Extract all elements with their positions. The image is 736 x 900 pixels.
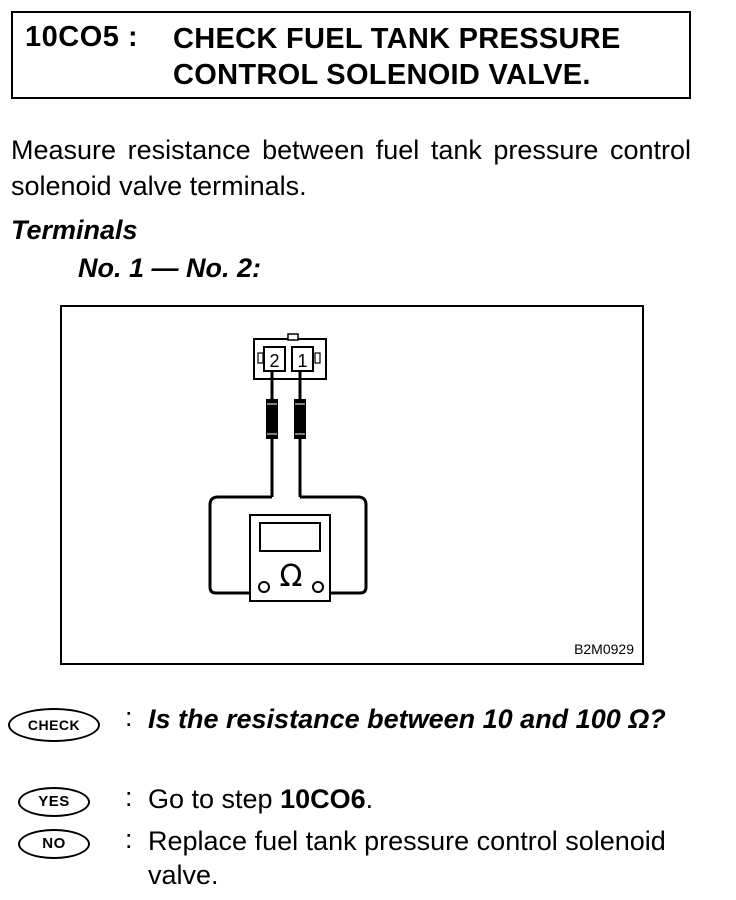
instruction-text: Measure resistance between fuel tank pre… [11, 135, 691, 201]
connector: 2 1 [253, 333, 327, 380]
yes-text-suffix: . [365, 784, 374, 814]
no-row: NO : Replace fuel tank pressure control … [8, 824, 698, 894]
check-colon: : [125, 702, 133, 732]
step-title: CHECK FUEL TANK PRESSURE CONTROL SOLENOI… [173, 21, 673, 93]
check-row: CHECK : Is the resistance between 10 and… [8, 700, 698, 770]
yes-row: YES : Go to step 10CO6. [8, 782, 698, 818]
step-code: 10CO5 : [25, 21, 139, 53]
yes-text-prefix: Go to step [148, 784, 281, 814]
yes-badge: YES [18, 787, 90, 817]
wiring-diagram: 2 1 Ω B2M0929 [60, 305, 644, 665]
connector-pin-1-label: 1 [297, 351, 307, 371]
figure-id: B2M0929 [574, 641, 634, 657]
check-question: Is the resistance between 10 and 100 Ω? [148, 704, 666, 734]
check-badge: CHECK [8, 708, 100, 742]
no-colon: : [125, 824, 133, 854]
ohmmeter: Ω [249, 514, 331, 602]
ohm-symbol: Ω [280, 559, 303, 594]
yes-instruction: Go to step 10CO6. [148, 782, 698, 816]
step-title-line-2: CONTROL SOLENOID VALVE. [173, 59, 591, 91]
terminals-heading: Terminals [11, 215, 138, 245]
yes-colon: : [125, 782, 133, 812]
probe-tips [266, 399, 306, 439]
no-instruction: Replace fuel tank pressure control solen… [148, 826, 666, 890]
no-badge: NO [18, 829, 90, 859]
step-title-line-1: CHECK FUEL TANK PRESSURE [173, 23, 621, 55]
diagram-drawing: 2 1 Ω [208, 333, 368, 602]
yes-step-link[interactable]: 10CO6 [280, 784, 366, 814]
connector-pin-2-label: 2 [269, 351, 279, 371]
step-header: 10CO5 : CHECK FUEL TANK PRESSURE CONTROL… [11, 11, 691, 99]
terminals-value: No. 1 — No. 2: [78, 253, 262, 283]
